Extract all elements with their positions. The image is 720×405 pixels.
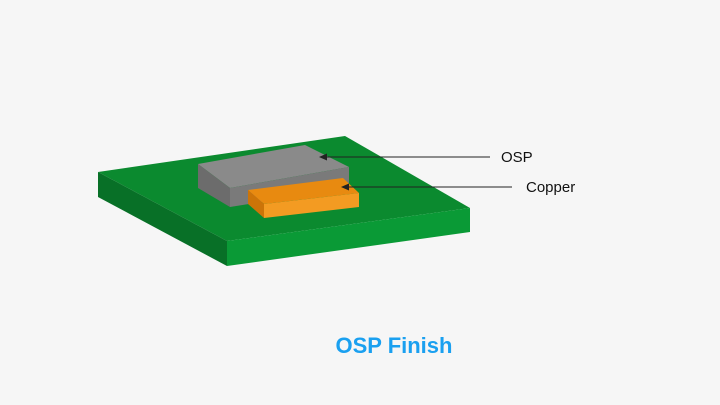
board-left-face (98, 172, 227, 266)
copper-front-face (264, 193, 359, 218)
osp-label: OSP (501, 149, 533, 166)
diagram-caption: OSP Finish (335, 333, 453, 358)
copper-left-face (248, 190, 264, 218)
copper-top-face (248, 178, 359, 204)
copper-label: Copper (526, 179, 575, 196)
osp-left-face (198, 164, 230, 207)
osp-top-face (198, 145, 349, 188)
board-front-face (227, 208, 470, 266)
copper-pad (248, 178, 359, 218)
